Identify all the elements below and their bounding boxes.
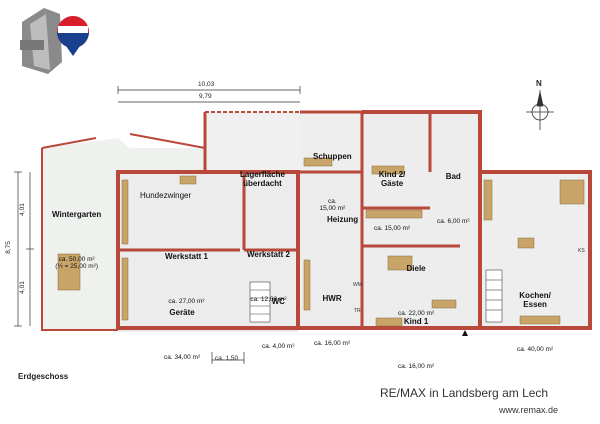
room-werkstatt2: Werkstatt 2 ca. 12,00 m² <box>247 213 290 322</box>
room-name: Kochen/ Essen <box>519 290 551 309</box>
label-ks: KS <box>578 248 585 254</box>
room-lagerflaeche: Lagerfläche überdacht <box>240 133 285 207</box>
room-heizung: Heizung <box>327 178 358 242</box>
room-name: Lagerfläche überdacht <box>240 169 285 188</box>
room-name: Heizung <box>327 214 359 224</box>
stairs <box>249 269 503 323</box>
room-name: Kind 2/ Gäste <box>378 169 406 188</box>
room-wc: WC ca. 4,00 m² <box>262 260 295 369</box>
room-hundezwinger: Hundezwinger <box>140 154 191 218</box>
room-area: ca. 6,00 m² <box>437 217 470 225</box>
room-area: ca. 22,00 m² <box>398 309 435 317</box>
room-name: Werkstatt 1 <box>165 251 208 261</box>
room-area: ca. 4,00 m² <box>262 342 295 350</box>
room-name: Werkstatt 2 <box>247 249 290 259</box>
room-area: ca. 15,00 m² <box>319 197 346 213</box>
room-kind2: Kind 2/ Gäste ca. 15,00 m² <box>374 133 410 251</box>
walls <box>41 110 592 331</box>
room-diele: Diele ca. 22,00 m² <box>398 227 434 336</box>
floors <box>42 112 590 332</box>
floor-label: Erdgeschoss <box>18 372 69 381</box>
room-name: Bad <box>445 171 461 181</box>
room-area: ca. 15,00 m² <box>374 224 411 232</box>
room-area: ca. 27,00 m² <box>168 297 205 305</box>
dim-left-lower: 4,01 <box>18 281 26 294</box>
room-area: ca. 34,00 m² <box>164 353 201 361</box>
room-kochen: Kochen/ Essen ca. 40,00 m² <box>517 254 553 372</box>
label-tr: TR <box>354 308 361 314</box>
entrance-arrow-icon <box>462 330 468 336</box>
furniture <box>57 157 585 327</box>
room-name: WC <box>271 296 285 306</box>
dim-left-upper: 4,01 <box>18 203 26 216</box>
dim-top-inner: 9,79 <box>199 93 212 100</box>
remax-logo <box>20 8 89 74</box>
dim-left-total: 8,75 <box>4 241 12 254</box>
dim-bottom-door: ca. 1,50 <box>215 355 239 362</box>
office-name: RE/MAX in Landsberg am Lech <box>380 386 549 400</box>
room-name: HWR <box>322 293 342 303</box>
dimension-lines <box>14 86 301 364</box>
label-wm: WM <box>353 282 362 288</box>
website-url: www.remax.de <box>499 405 559 415</box>
room-wintergarten: Wintergarten ca. 50,00 m² (½ = 25,00 m²) <box>52 173 101 289</box>
dim-top-outer: 10,03 <box>198 81 215 88</box>
room-area: ca. 40,00 m² <box>517 345 554 353</box>
room-area: ca. 12,00 m² <box>250 295 287 303</box>
room-area: ca. 50,00 m² (½ = 25,00 m²) <box>55 255 99 271</box>
room-hwr: HWR ca. 16,00 m² <box>314 257 350 366</box>
compass-icon <box>526 90 554 130</box>
room-name: Hundezwinger <box>140 190 192 200</box>
room-kind1: Kind 1 ca. 16,00 m² <box>398 280 434 389</box>
room-name: Kind 1 <box>403 316 429 326</box>
room-name: Wintergarten <box>52 209 102 219</box>
room-bad: Bad ca. 6,00 m² <box>437 135 470 244</box>
room-werkstatt1: Werkstatt 1 ca. 27,00 m² <box>165 215 208 324</box>
room-geraete: Geräte ca. 34,00 m² <box>164 271 200 380</box>
room-name: Geräte <box>169 307 195 317</box>
room-area: ca. 16,00 m² <box>398 362 435 370</box>
room-name: Diele <box>406 263 426 273</box>
room-schuppen: Schuppen ca. 15,00 m² <box>313 115 352 231</box>
room-name: Schuppen <box>313 151 352 161</box>
compass-north-label: N <box>536 79 542 88</box>
room-area: ca. 16,00 m² <box>314 339 351 347</box>
